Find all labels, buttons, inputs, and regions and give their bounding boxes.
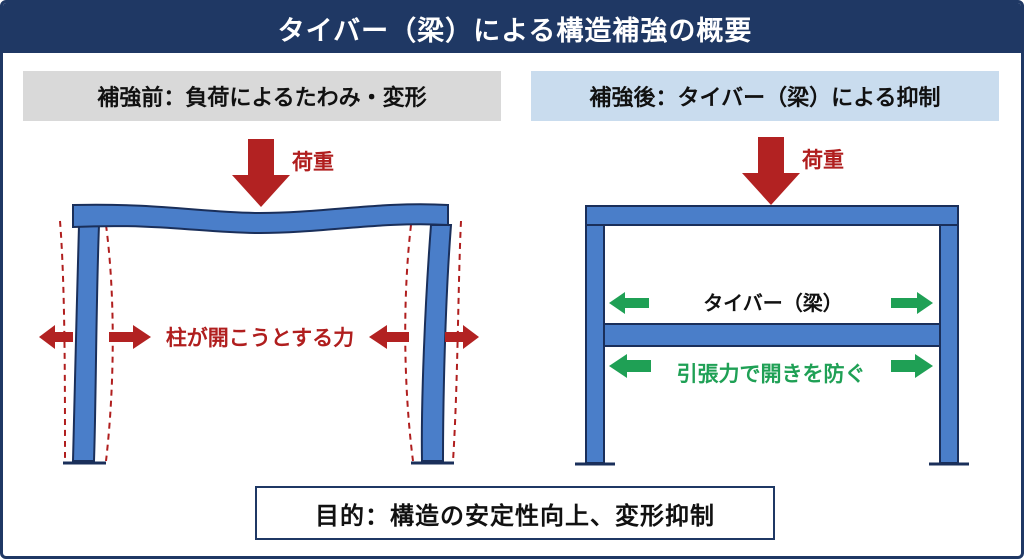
tension-arrow-lower-left-icon (609, 354, 651, 378)
right-load-arrow-icon (742, 137, 800, 205)
after-diagram (575, 137, 969, 466)
tension-arrow-upper-left-icon (609, 292, 649, 314)
page-title: タイバー（梁）による構造補強の概要 (3, 3, 1021, 53)
left-column-deformation-outline-inner (105, 224, 114, 462)
right-inward-arrow-icon (369, 325, 409, 349)
left-inward-arrow-icon (109, 325, 151, 349)
purpose-box: 目的：構造の安定性向上、変形抑制 (255, 486, 775, 540)
right-column (420, 224, 453, 462)
right-column-deformation-outline-inner (404, 224, 414, 462)
structure-diagram: 荷重 柱が開こうとする力 荷重 タイバー（梁） 引張力で開きを防ぐ (39, 137, 969, 466)
after-left-column (585, 222, 605, 464)
after-heading: 補強後：タイバー（梁）による抑制 (531, 71, 999, 121)
purpose-text: 目的：構造の安定性向上、変形抑制 (315, 501, 715, 530)
left-load-arrow-icon (232, 139, 290, 207)
left-load-label: 荷重 (292, 150, 334, 174)
tension-label: 引張力で開きを防ぐ (677, 362, 866, 386)
left-column (71, 224, 101, 462)
tie-bar (603, 323, 941, 347)
left-outward-arrow-icon (39, 325, 73, 349)
tension-arrow-lower-right-icon (891, 354, 933, 378)
left-top-beam (72, 203, 449, 235)
tie-bar-label: タイバー（梁） (703, 291, 843, 315)
before-diagram (39, 139, 479, 465)
column-force-label: 柱が開こうとする力 (166, 326, 354, 350)
after-right-column (939, 222, 959, 464)
right-load-label: 荷重 (802, 148, 844, 172)
before-heading: 補強前：負荷によるたわみ・変形 (23, 71, 501, 121)
after-top-beam (585, 205, 959, 226)
right-outward-arrow-icon (445, 325, 479, 349)
tension-arrow-upper-right-icon (891, 292, 933, 314)
